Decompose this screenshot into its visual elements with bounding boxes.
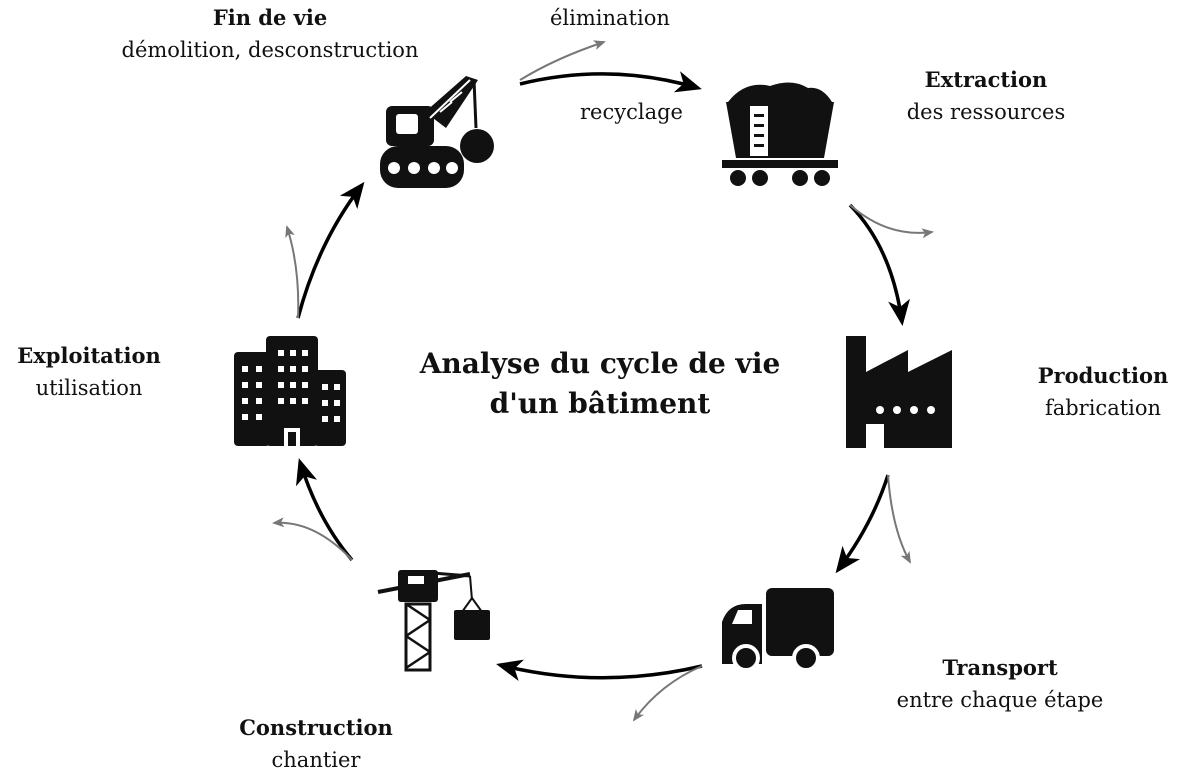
stage-title: Construction <box>239 715 393 740</box>
stage-label-extraction: Extraction des ressources <box>886 64 1086 128</box>
arrow-extraction-production <box>848 203 910 326</box>
arrow-transport-construction <box>496 659 703 682</box>
arrow-transport-out <box>632 665 703 722</box>
diagram-title: Analyse du cycle de vie d'un bâtiment <box>380 344 820 424</box>
stage-subtitle: fabrication <box>1044 396 1162 420</box>
stage-subtitle: démolition, desconstruction <box>121 38 419 62</box>
stage-title: Exploitation <box>17 343 161 368</box>
stage-label-fin-de-vie: Fin de vie démolition, desconstruction <box>100 2 440 66</box>
stage-label-construction: Construction chantier <box>216 712 416 776</box>
stage-title: Fin de vie <box>212 5 328 30</box>
arrow-exploitation-findevie <box>296 181 365 319</box>
stage-title: Extraction <box>924 67 1048 92</box>
arrow-extraction-out <box>849 204 934 239</box>
arrow-construction-out <box>272 517 353 561</box>
stage-subtitle: utilisation <box>35 376 143 400</box>
stage-subtitle: entre chaque étape <box>896 688 1104 712</box>
stage-subtitle: des ressources <box>906 100 1066 124</box>
factory-icon <box>846 336 952 448</box>
stage-label-transport: Transport entre chaque étape <box>880 652 1120 716</box>
stage-title: Transport <box>942 655 1058 680</box>
buildings-icon <box>234 336 346 446</box>
ore-wagon-icon <box>722 82 838 186</box>
arrow-exploitation-out <box>285 225 300 319</box>
arrow-production-out <box>887 474 911 564</box>
tower-crane-icon <box>377 570 490 672</box>
title-line-2: d'un bâtiment <box>489 387 711 420</box>
title-line-1: Analyse du cycle de vie <box>419 347 781 380</box>
stage-label-exploitation: Exploitation utilisation <box>0 340 178 404</box>
stage-title: Production <box>1037 363 1169 388</box>
arrow-production-transport <box>835 474 890 574</box>
stage-subtitle: chantier <box>271 748 361 772</box>
arrow-findevie-extraction <box>519 71 702 93</box>
arrow-elimination <box>519 40 606 81</box>
recyclage-label: recyclage <box>580 100 683 124</box>
stage-label-production: Production fabrication <box>1018 360 1188 424</box>
arrow-construction-exploitation <box>296 458 354 562</box>
truck-icon <box>722 588 834 672</box>
elimination-label: élimination <box>550 6 670 30</box>
demolition-crane-icon <box>380 76 494 188</box>
